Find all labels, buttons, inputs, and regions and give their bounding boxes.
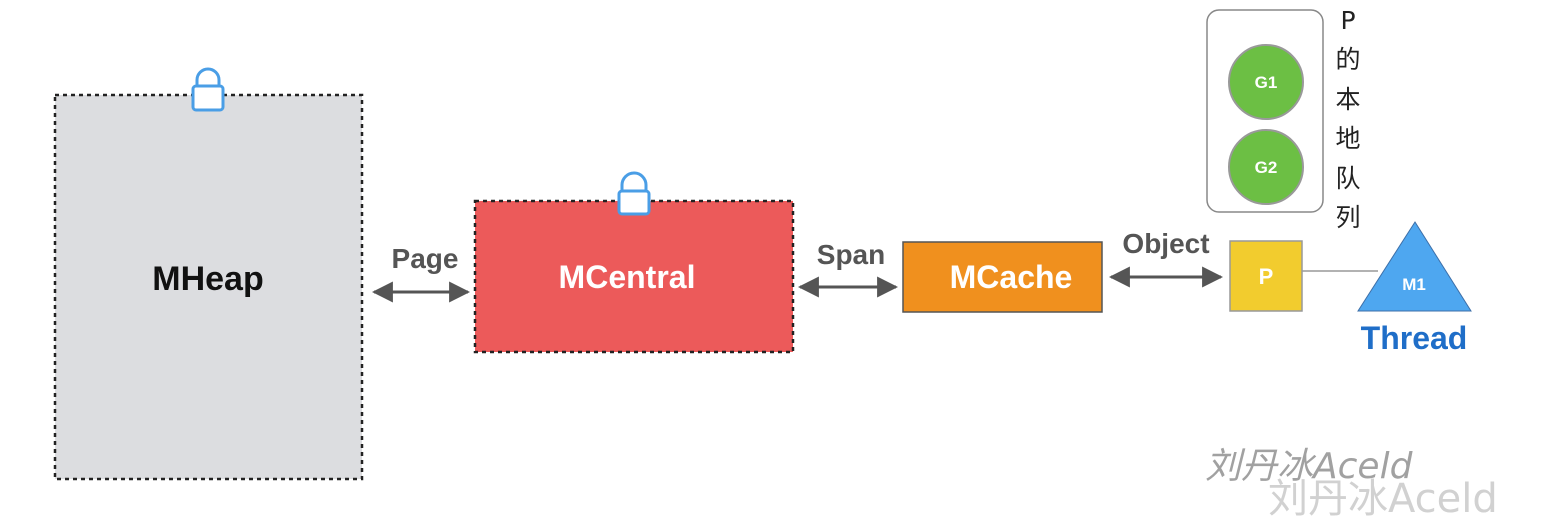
mcentral-lock-icon xyxy=(617,171,651,216)
goroutine-g1: G1 xyxy=(1228,44,1304,120)
local-queue-label: P 的 本 地 队 列 xyxy=(1335,6,1360,232)
mcache-label: MCache xyxy=(950,259,1073,295)
span-edge: Span xyxy=(797,239,899,298)
watermark-plain: 刘丹冰Aceld xyxy=(1268,476,1498,522)
page-edge-label: Page xyxy=(392,243,459,274)
object-edge: Object xyxy=(1108,228,1224,288)
mheap-label: MHeap xyxy=(152,260,263,298)
local-queue-char: 列 xyxy=(1335,203,1360,232)
goroutine-g2: G2 xyxy=(1228,129,1304,205)
watermark-script: 刘丹冰Aceld xyxy=(1205,446,1414,487)
thread-label: M1 xyxy=(1402,275,1426,294)
p-label: P xyxy=(1259,264,1274,289)
p-node: P xyxy=(1229,240,1303,312)
thread-node: M1 Thread xyxy=(1357,221,1472,356)
page-edge: Page xyxy=(371,243,471,303)
mcentral-label: MCentral xyxy=(559,259,696,295)
local-queue-char: 队 xyxy=(1335,164,1360,193)
object-edge-label: Object xyxy=(1122,228,1209,259)
local-queue: G1 G2 xyxy=(1206,9,1324,213)
thread-caption: Thread xyxy=(1361,320,1468,356)
local-queue-char: 本 xyxy=(1335,85,1360,114)
goroutine-label: G2 xyxy=(1255,158,1278,177)
local-queue-char: 地 xyxy=(1335,124,1360,153)
span-edge-label: Span xyxy=(817,239,885,270)
local-queue-char: 的 xyxy=(1335,45,1360,74)
mcache-node: MCache xyxy=(902,241,1103,313)
mcentral-node: MCentral xyxy=(473,199,795,354)
local-queue-char: P xyxy=(1340,6,1355,35)
mheap-lock-icon xyxy=(191,67,225,112)
mheap-node: MHeap xyxy=(53,93,364,481)
goroutine-label: G1 xyxy=(1255,73,1278,92)
